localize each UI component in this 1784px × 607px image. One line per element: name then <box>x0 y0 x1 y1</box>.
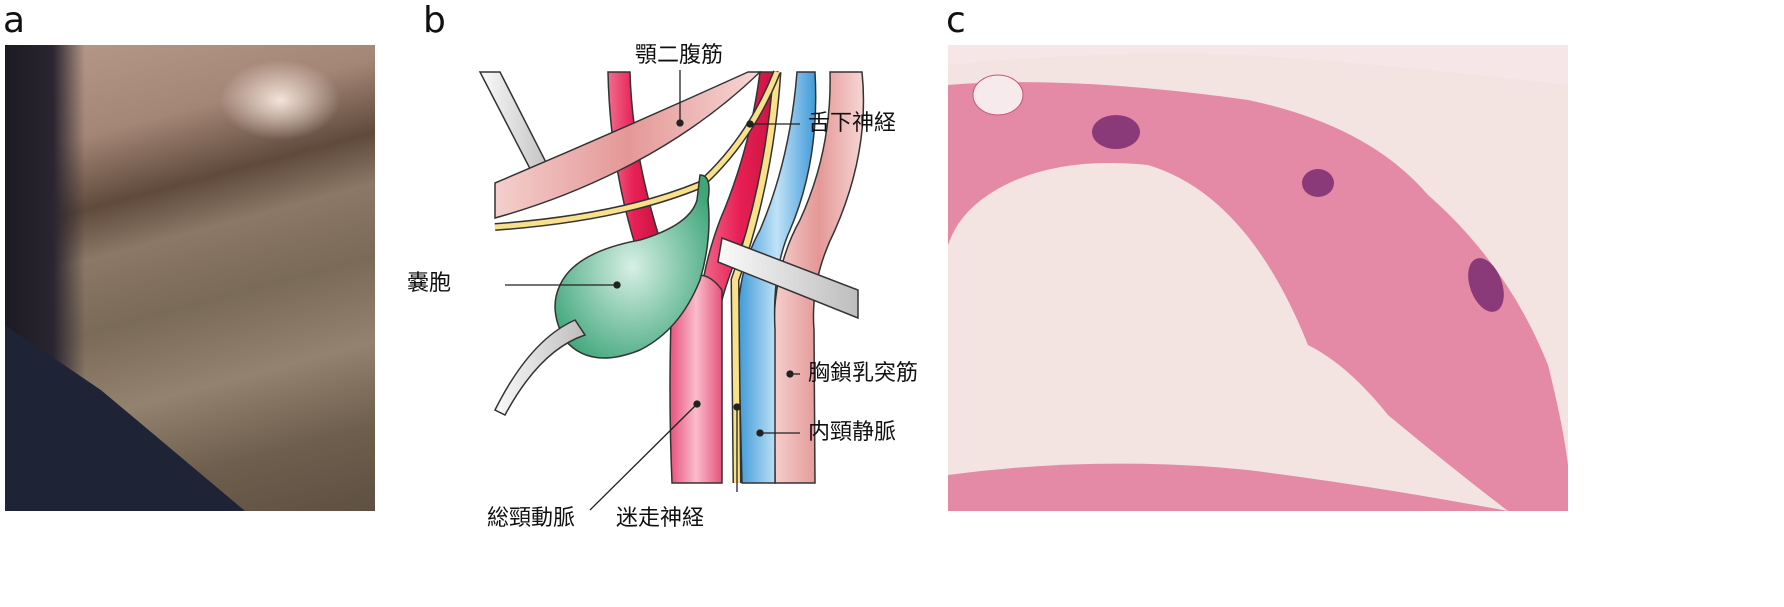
panel-b-label: b <box>423 0 446 41</box>
lymphoid-follicle <box>1092 115 1140 149</box>
label-cyst: 嚢胞 <box>407 271 452 296</box>
hypoglossal-nerve-fill <box>494 71 780 230</box>
cyst <box>554 174 710 359</box>
retractor-lower-left <box>493 319 587 416</box>
background-area <box>948 45 1568 85</box>
vessel <box>972 74 1024 116</box>
panel-a-label: a <box>3 0 26 41</box>
histology-svg <box>948 45 1568 511</box>
label-carotid: 総頸動脈 <box>487 506 576 531</box>
leader-lines <box>505 70 800 511</box>
retractor-right <box>717 236 859 320</box>
label-vagus: 迷走神経 <box>616 506 705 531</box>
digastric-muscle <box>494 71 762 219</box>
lymphoid-follicle <box>1468 258 1504 312</box>
histology-image <box>948 45 1568 511</box>
lymphoid-follicle <box>1302 169 1334 197</box>
label-hypoglossal: 舌下神経 <box>808 111 897 136</box>
lower-wall <box>948 463 1508 511</box>
label-scm: 胸鎖乳突筋 <box>808 361 919 386</box>
sternocleidomastoid-muscle <box>773 71 865 484</box>
anatomy-diagram <box>478 70 865 511</box>
label-ijv: 内頸静脈 <box>808 420 897 445</box>
label-digastric: 顎二腹筋 <box>635 43 724 68</box>
panel-c-label: c <box>946 0 966 41</box>
neck-photo <box>5 45 375 511</box>
cyst-wall <box>948 82 1568 511</box>
